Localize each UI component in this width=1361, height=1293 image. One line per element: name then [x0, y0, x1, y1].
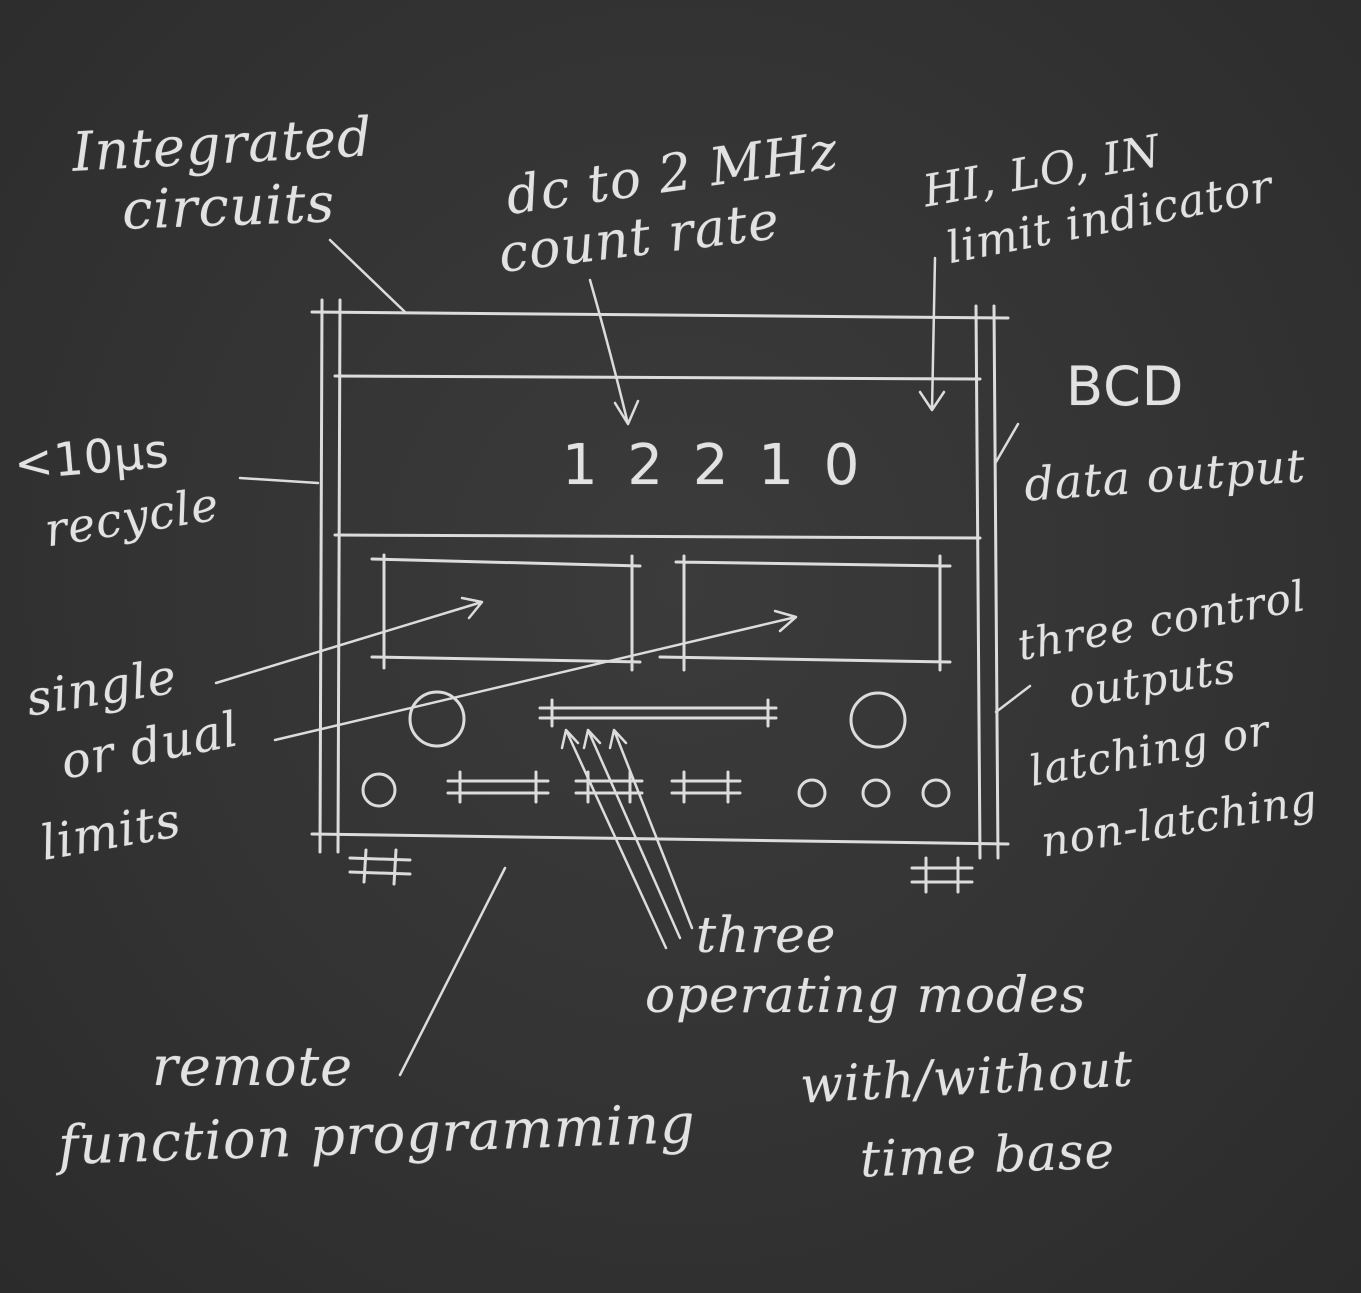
frame-right-post-outer — [992, 304, 1000, 860]
knob-small-left — [361, 772, 397, 808]
arrow-limits-dual — [273, 609, 798, 742]
arrow-count-rate — [588, 278, 640, 426]
knob-large-left — [408, 690, 466, 748]
arrow-limits-single — [214, 596, 484, 685]
label-time-base: time base — [859, 1121, 1116, 1189]
frame-bottom-rail — [310, 832, 1010, 846]
arrow-mode-3 — [608, 728, 694, 930]
label-three: three — [696, 906, 837, 964]
frame-display-lower-line — [333, 533, 982, 540]
frame-right-post-inner — [974, 304, 982, 860]
label-remote: remote — [152, 1035, 354, 1098]
leader-bcd — [994, 422, 1020, 464]
leader-integrated-circuits — [328, 238, 407, 314]
label-circuits: circuits — [120, 171, 337, 242]
leader-recycle — [238, 476, 320, 485]
left-foot — [348, 848, 412, 886]
frame-top-rail — [310, 310, 1010, 320]
frame-display-upper-line — [333, 374, 982, 381]
frame-left-post-inner — [336, 298, 342, 854]
label-recycle-time: <10µs — [11, 423, 172, 491]
display-readout: 1 2 2 1 0 — [562, 433, 866, 498]
limit-window-left — [370, 553, 642, 672]
arrow-mode-2 — [582, 728, 682, 940]
knob-large-right — [849, 691, 907, 749]
knob-small-3 — [921, 778, 951, 808]
switch-1 — [446, 770, 550, 804]
limit-window-right — [658, 554, 952, 672]
label-bcd: BCD — [1066, 355, 1185, 418]
frame-left-post-outer — [318, 298, 324, 854]
leader-remote — [398, 866, 507, 1077]
arrow-mode-1 — [560, 728, 668, 950]
knob-small-2 — [861, 778, 891, 808]
switch-2 — [574, 770, 644, 804]
mode-selector-bar — [538, 698, 778, 728]
label-operating-modes: operating modes — [645, 966, 1087, 1024]
right-foot — [910, 856, 974, 894]
switch-3 — [670, 770, 742, 804]
arrow-limit-indicator — [918, 256, 946, 412]
leader-control-outputs — [994, 684, 1032, 714]
knob-small-1 — [797, 778, 827, 808]
label-integrated: Integrated — [70, 105, 374, 184]
